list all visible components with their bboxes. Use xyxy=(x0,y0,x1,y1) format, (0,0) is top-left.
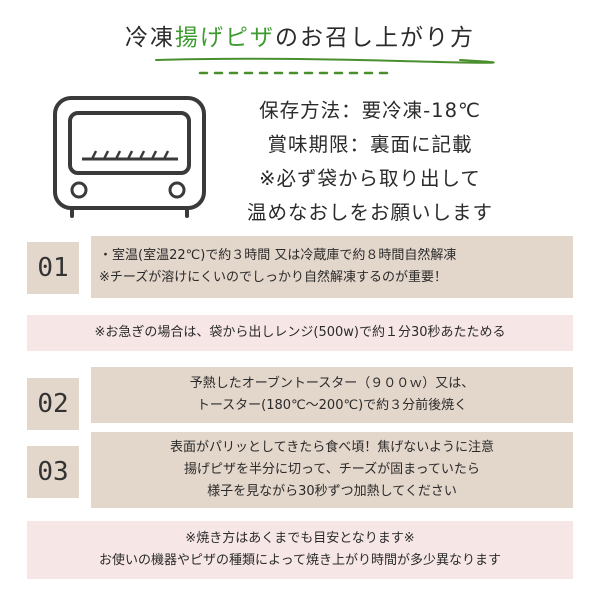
step-number: 03 xyxy=(27,446,79,498)
footer-note-line: ※焼き方はあくまでも目安となります※ xyxy=(185,531,415,546)
step-instructions: ・室温(室温22℃)で約３時間 又は冷蔵庫で約８時間自然解凍 ※チーズが溶けにく… xyxy=(91,236,573,298)
title-accent: 揚げピザ xyxy=(175,25,275,51)
title-suffix: のお召し上がり方 xyxy=(275,25,475,51)
page-title: 冷凍揚げピザのお召し上がり方 xyxy=(0,22,600,54)
step-line: ・室温(室温22℃)で約３時間 又は冷蔵庫で約８時間自然解凍 xyxy=(99,248,457,263)
footer-note-line: お使いの機器やピザの種類によって焼き上がり時間が多少異なります xyxy=(99,553,501,568)
step-number: 02 xyxy=(27,378,79,430)
storage-info: 保存方法：要冷凍-18℃ 賞味期限：裏面に記載 ※必ず袋から取り出して 温めなお… xyxy=(205,94,535,230)
title-prefix: 冷凍 xyxy=(125,25,175,51)
reheat-request: 温めなおしをお願いします xyxy=(246,201,493,224)
step-line: ※チーズが溶けにくいのでしっかり自然解凍するのが重要！ xyxy=(99,270,447,285)
step-line: トースター(180℃〜200℃)で約３分前後焼く xyxy=(196,398,468,413)
expiry-info: 賞味期限：裏面に記載 xyxy=(267,133,473,156)
storage-method: 保存方法：要冷凍-18℃ xyxy=(259,99,481,122)
step-instructions: 表面がパリッとしてきたら食べ頃！焦げないように注意 揚げピザを半分に切って、チー… xyxy=(91,432,573,508)
step-instructions: 予熱したオーブントースター（９００ｗ）又は、 トースター(180℃〜200℃)で… xyxy=(91,367,573,423)
step-line: 揚げピザを半分に切って、チーズが固まっていたら xyxy=(184,462,480,477)
step-line: 表面がパリッとしてきたら食べ頃！焦げないように注意 xyxy=(170,440,494,455)
title-underline xyxy=(155,57,495,75)
step-line: 予熱したオーブントースター（９００ｗ）又は、 xyxy=(189,376,475,391)
microwave-note: ※お急ぎの場合は、袋から出しレンジ(500w)で約１分30秒あたためる xyxy=(27,315,573,351)
step-line: 様子を見ながら30秒ずつ加熱してください xyxy=(207,484,457,499)
step-number: 01 xyxy=(27,242,79,294)
microwave-note-text: ※お急ぎの場合は、袋から出しレンジ(500w)で約１分30秒あたためる xyxy=(94,325,506,340)
toaster-oven-icon xyxy=(53,96,206,218)
remove-from-bag-note: ※必ず袋から取り出して xyxy=(259,167,481,190)
footer-note: ※焼き方はあくまでも目安となります※ お使いの機器やピザの種類によって焼き上がり… xyxy=(27,521,573,579)
